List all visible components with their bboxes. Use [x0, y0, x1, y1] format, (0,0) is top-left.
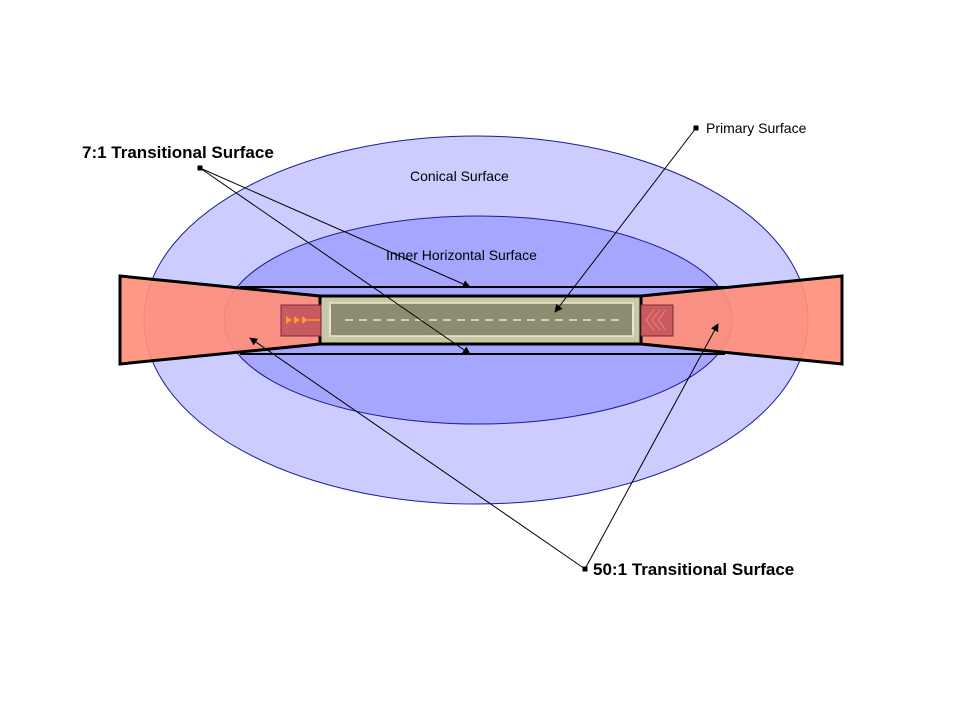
label-50-1-transitional: 50:1 Transitional Surface [593, 560, 794, 579]
leader-50-1-right [584, 323, 719, 570]
arrow-right-icon [286, 316, 320, 324]
label-inner-horizontal-surface: Inner Horizontal Surface [386, 247, 537, 263]
leader-primary-surface [554, 125, 699, 313]
leader-7-1-top [197, 165, 471, 288]
label-primary-surface: Primary Surface [706, 120, 807, 136]
label-conical-surface: Conical Surface [410, 168, 509, 184]
leader-50-1-left [249, 337, 588, 572]
leader-7-1-bottom [199, 167, 471, 355]
chevron-left-icon [645, 309, 667, 331]
label-7-1-transitional: 7:1 Transitional Surface [82, 143, 274, 162]
